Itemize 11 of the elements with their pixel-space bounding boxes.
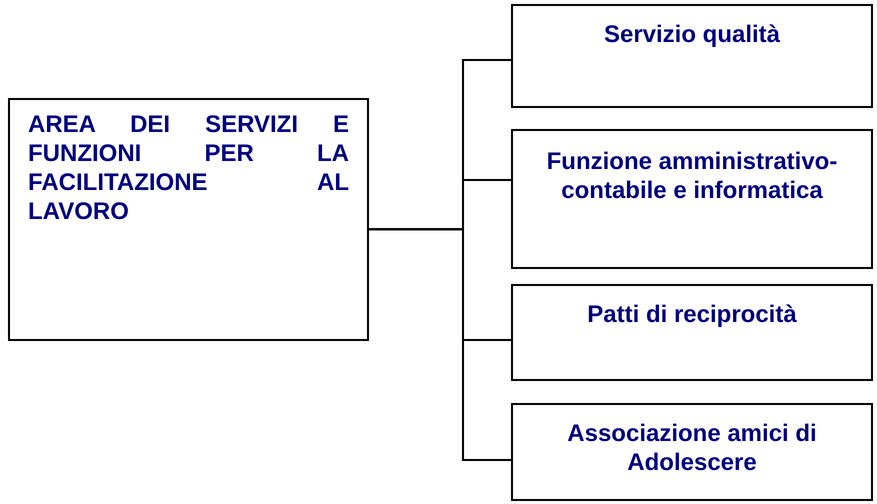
box-title: Associazione amici di Adolescere: [566, 419, 818, 477]
box: [8, 98, 369, 341]
connector-line: [369, 228, 511, 461]
box: [511, 4, 873, 108]
box-title: Patti di reciprocità: [586, 300, 798, 329]
box-title: Funzione amministrativo-contabile e informatica: [546, 147, 838, 205]
box: [511, 284, 873, 381]
box: [511, 129, 873, 269]
box: [511, 403, 873, 501]
area-title: AREA DEI SERVIZI E FUNZIONI PER LA FACILITAZIONE AL LAVORO: [28, 110, 349, 226]
box-title: Servizio qualità: [602, 20, 782, 49]
